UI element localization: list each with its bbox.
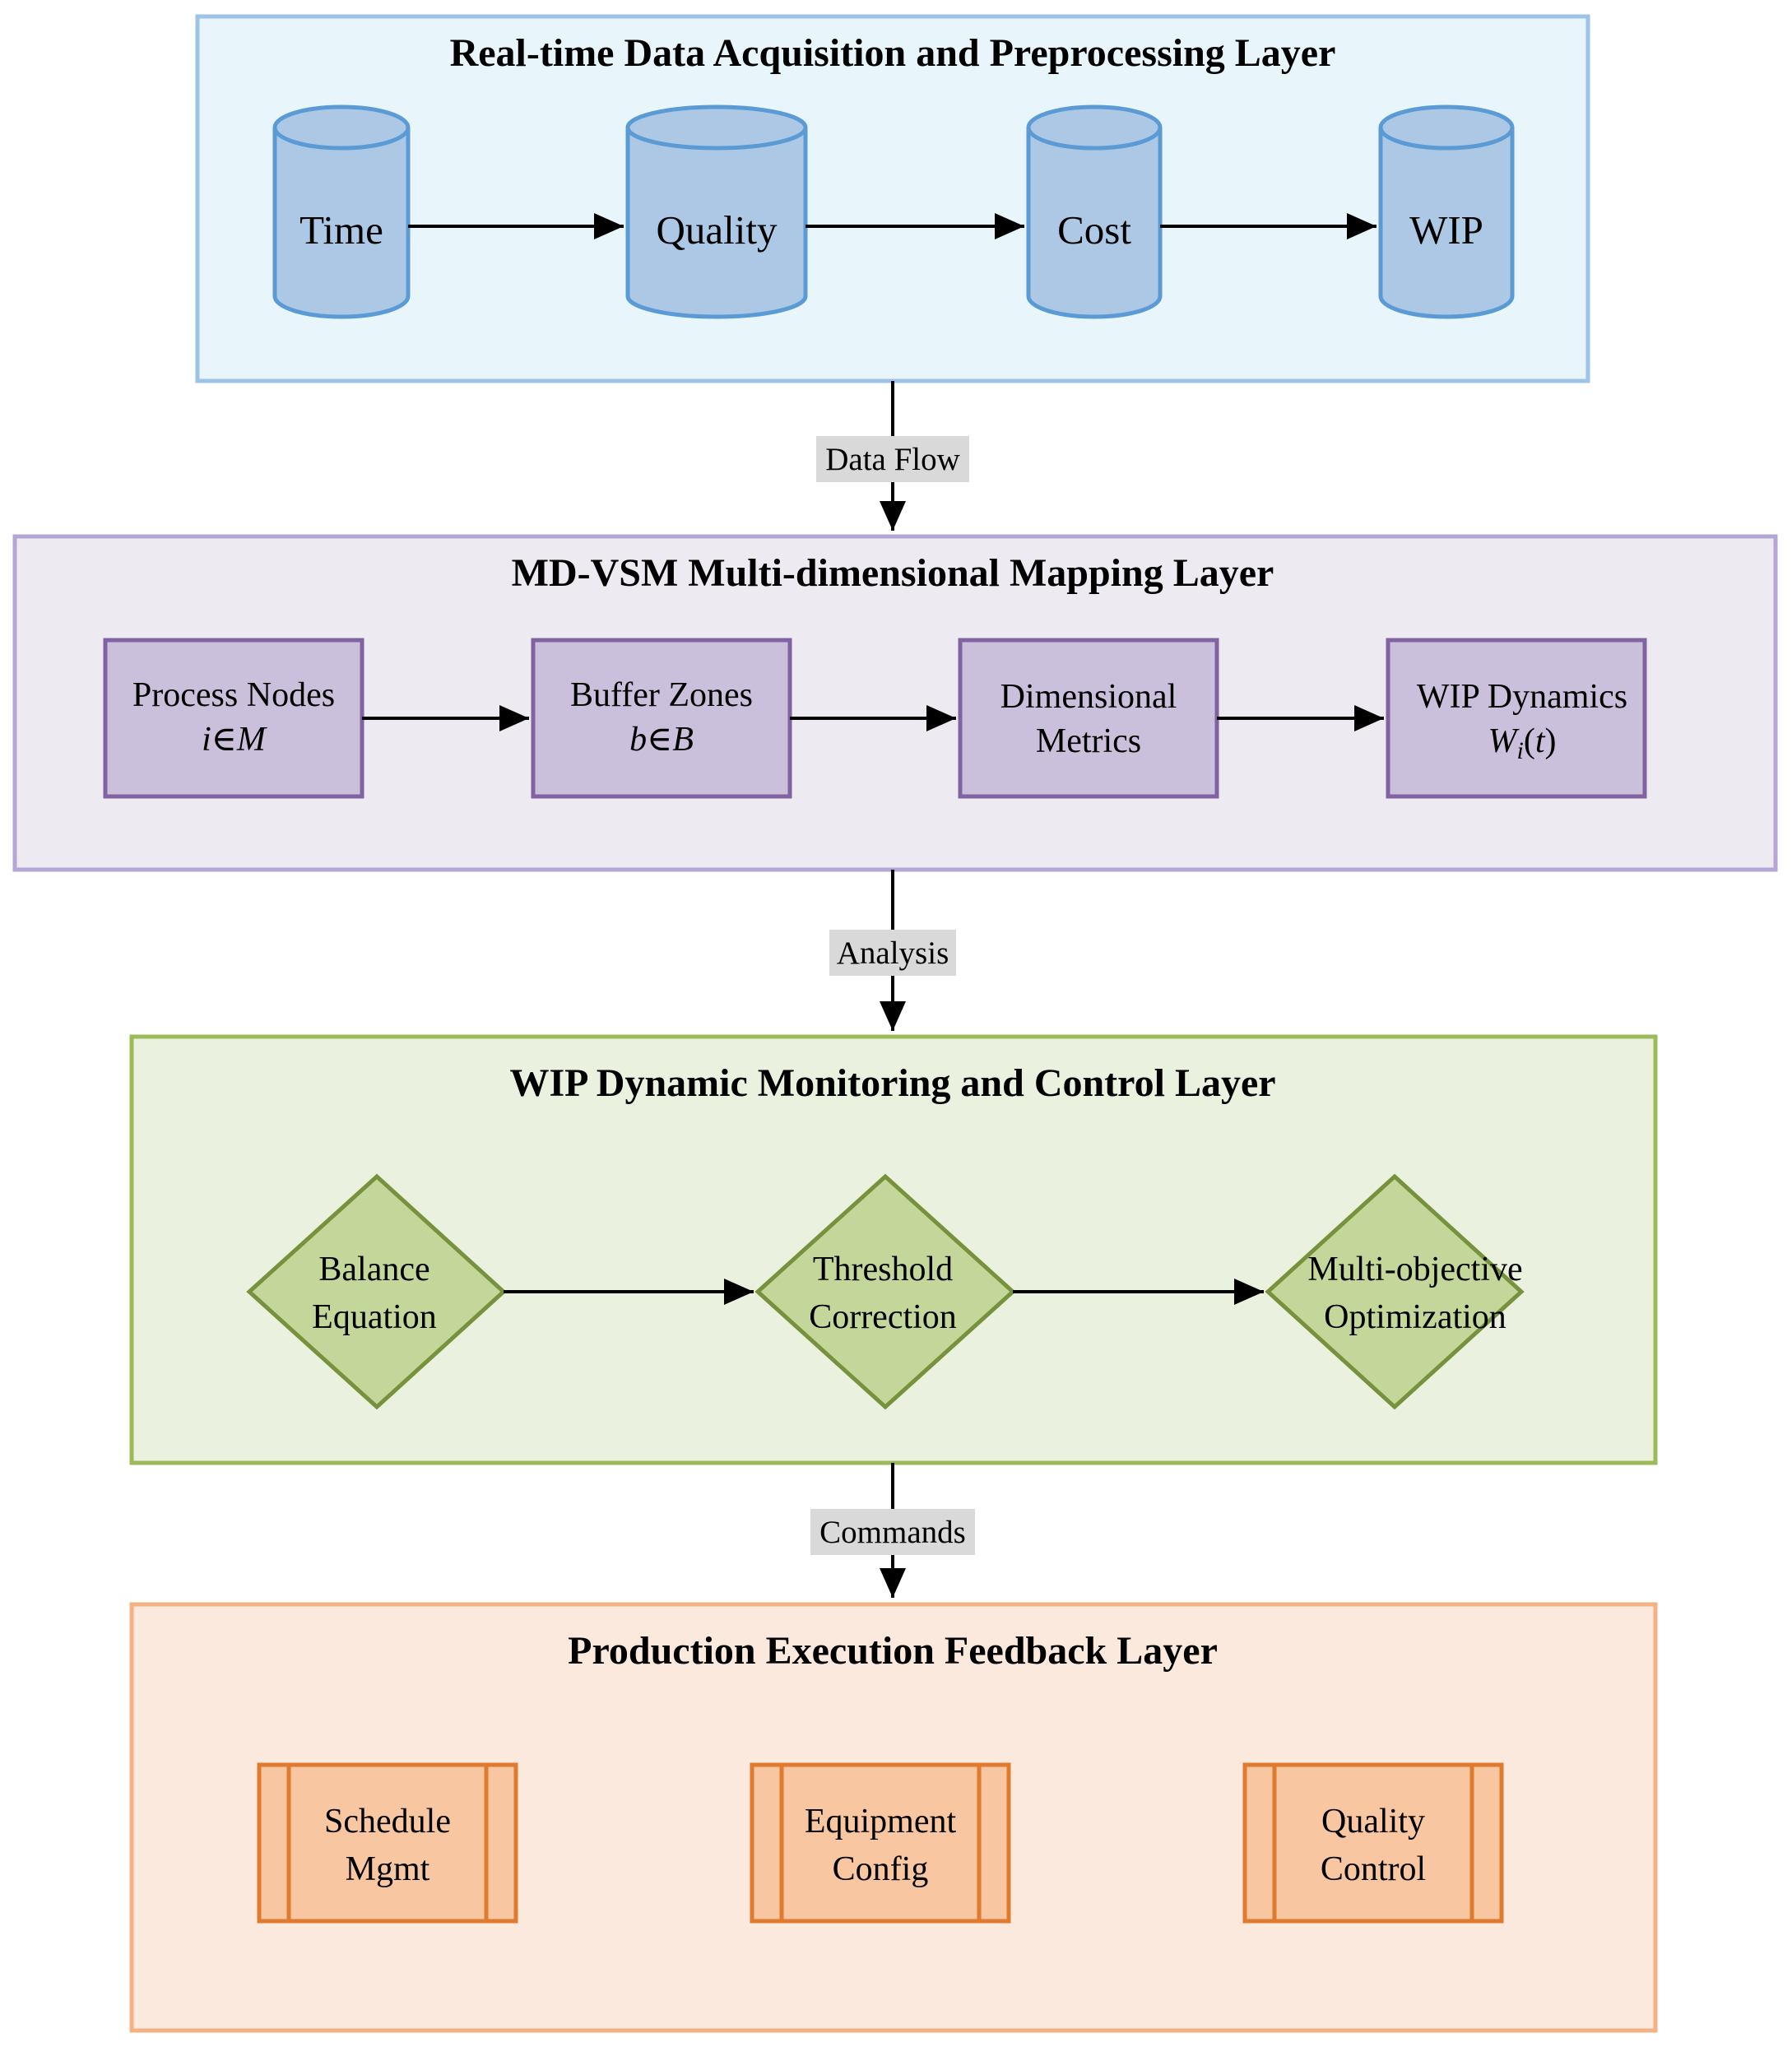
acquisition-layer-panel <box>195 14 1590 383</box>
cylinder-cost-label: Cost <box>1057 207 1131 253</box>
threshold-correction-line1: Threshold <box>813 1251 953 1288</box>
decision-multi-objective-optimization: Multi-objective Optimization <box>1265 1173 1525 1410</box>
acquisition-layer-title: Real-time Data Acquisition and Preproces… <box>450 31 1336 75</box>
predefined-process-schedule-mgmt: Schedule Mgmt <box>257 1762 518 1924</box>
cylinder-quality-label: Quality <box>657 207 778 253</box>
connector-analysis-label-bg <box>829 930 956 976</box>
connector-data-flow-label-bg <box>816 436 969 482</box>
equipment-config-line1: Equipment <box>805 1803 957 1840</box>
process-box-dimensional-metrics: Dimensional Metrics <box>958 638 1219 799</box>
dimensional-metrics-line1: Dimensional <box>1000 678 1177 716</box>
process-box-wip-dynamics: WIP Dynamics Wi(t) <box>1386 638 1647 799</box>
quality-control-line1: Quality <box>1321 1803 1425 1840</box>
feedback-layer-title: Production Execution Feedback Layer <box>568 1629 1218 1673</box>
mapping-layer-title: MD-VSM Multi-dimensional Mapping Layer <box>512 551 1274 595</box>
mapping-layer: MD-VSM Multi-dimensional Mapping Layer P… <box>12 534 1778 872</box>
cylinder-time-label: Time <box>299 207 383 253</box>
connector-commands: Commands <box>810 1463 975 1598</box>
cylinder-wip: WIP <box>1378 104 1515 319</box>
dimensional-metrics-line2: Metrics <box>1036 722 1141 760</box>
connector-commands-label: Commands <box>819 1515 966 1550</box>
cylinder-quality: Quality <box>625 104 808 319</box>
threshold-correction-line2: Correction <box>809 1298 957 1336</box>
process-box-buffer-zones: Buffer Zones b∈B <box>531 638 792 799</box>
process-box-process-nodes: Process Nodes i∈M <box>103 638 364 799</box>
feedback-layer: Production Execution Feedback Layer Sche… <box>129 1602 1658 2033</box>
cylinder-wip-label: WIP <box>1409 207 1483 253</box>
buffer-zones-line2: b∈B <box>629 721 694 759</box>
cylinder-cost: Cost <box>1026 104 1163 319</box>
balance-equation-line1: Balance <box>318 1251 429 1288</box>
process-nodes-line1: Process Nodes <box>132 676 335 714</box>
schedule-mgmt-line2: Mgmt <box>346 1850 430 1888</box>
cylinder-time: Time <box>272 104 411 319</box>
connector-analysis-label: Analysis <box>837 935 949 971</box>
monitoring-layer-title: WIP Dynamic Monitoring and Control Layer <box>509 1061 1275 1105</box>
multi-objective-line2: Optimization <box>1324 1298 1506 1336</box>
process-nodes-line2: i∈M <box>202 721 267 759</box>
decision-balance-equation: Balance Equation <box>246 1173 507 1410</box>
schedule-mgmt-line1: Schedule <box>324 1803 451 1840</box>
equipment-config-line2: Config <box>833 1850 929 1888</box>
wip-dynamics-line2: Wi(t) <box>1488 722 1556 764</box>
connector-data-flow: Data Flow <box>816 381 969 531</box>
predefined-process-equipment-config: Equipment Config <box>750 1762 1011 1924</box>
monitoring-layer: WIP Dynamic Monitoring and Control Layer… <box>129 1034 1658 1465</box>
connector-data-flow-label: Data Flow <box>825 442 960 477</box>
connector-commands-label-bg <box>810 1509 975 1555</box>
quality-control-line2: Control <box>1321 1850 1426 1888</box>
multi-objective-line1: Multi-objective <box>1307 1251 1522 1288</box>
balance-equation-line2: Equation <box>312 1298 437 1336</box>
decision-threshold-correction: Threshold Correction <box>754 1173 1016 1410</box>
acquisition-layer: Real-time Data Acquisition and Preproces… <box>195 14 1590 383</box>
wip-dynamics-line1: WIP Dynamics <box>1417 678 1627 716</box>
buffer-zones-line1: Buffer Zones <box>570 676 753 714</box>
predefined-process-quality-control: Quality Control <box>1242 1762 1504 1924</box>
connector-analysis: Analysis <box>829 870 956 1031</box>
